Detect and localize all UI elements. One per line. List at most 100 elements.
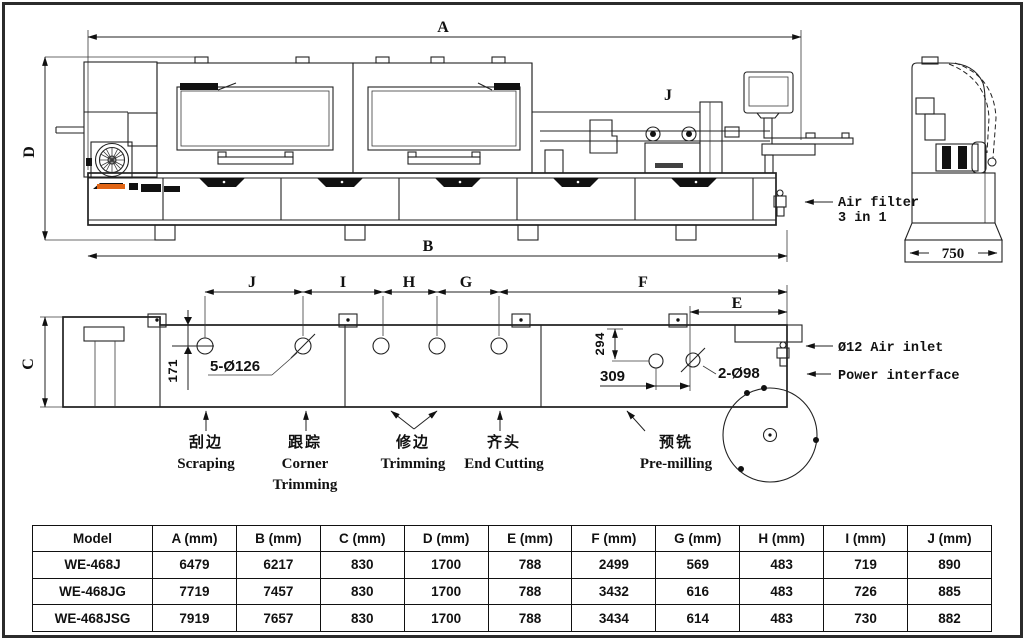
table-cell: 616: [655, 577, 741, 606]
station-trimming: 修边 Trimming: [381, 433, 446, 472]
table-header-row: Model A (mm) B (mm) C (mm) D (mm) E (mm)…: [32, 525, 992, 552]
station-en: End Cutting: [464, 456, 544, 472]
station-en: Corner: [282, 456, 329, 472]
table-cell: 3434: [571, 604, 657, 632]
air-filter-unit: [773, 189, 787, 217]
control-monitor: [743, 71, 794, 139]
station-cn: 预铣: [659, 433, 693, 451]
col-header-h: H (mm): [739, 525, 825, 552]
mount-tab: [147, 313, 688, 328]
col-header-a: A (mm): [152, 525, 237, 552]
table-row: WE-468JG 7719 7457 830 1700 788 3432 616…: [32, 577, 992, 606]
station-scraping: 刮边 Scraping: [177, 433, 235, 472]
table-cell: 483: [739, 577, 825, 606]
dim-label-j: J: [248, 274, 256, 291]
fan-icon: [90, 141, 133, 179]
dim-label-b: B: [423, 238, 434, 255]
table-cell: 1700: [403, 604, 489, 632]
dim-309: 309: [600, 368, 625, 385]
holes-note-right: 2-Ø98: [718, 365, 760, 382]
table-cell: 2499: [571, 551, 657, 579]
table-cell: 7719: [152, 577, 237, 606]
table-cell: 719: [823, 551, 909, 579]
dim-label-e: E: [732, 295, 743, 312]
col-header-g: G (mm): [655, 525, 741, 552]
table-cell: 483: [739, 551, 825, 579]
inspection-window: [176, 86, 334, 151]
col-header-j: J (mm): [907, 525, 992, 552]
side-view: A D B: [21, 19, 919, 262]
table-cell: 7457: [235, 577, 321, 606]
holes-note-left: 5-Ø126: [210, 358, 260, 375]
col-header-c: C (mm): [319, 525, 405, 552]
table-cell: 890: [907, 551, 992, 579]
base-cabinet: [87, 172, 777, 226]
station-en: Scraping: [177, 456, 235, 472]
air-filter-label: Air filter: [838, 196, 919, 211]
power-interface-label: Power interface: [838, 369, 960, 384]
table-cell: 788: [487, 604, 573, 632]
table-cell: 1700: [403, 551, 489, 579]
table-cell: 788: [487, 577, 573, 606]
edge-band-coil: [722, 385, 819, 483]
table-cell: 885: [907, 577, 992, 606]
air-inlet-valve: [776, 341, 790, 367]
station-en: Trimming: [273, 477, 338, 493]
dim-171: 171: [166, 359, 181, 383]
station-cn: 修边: [395, 433, 430, 451]
tool-hole: [172, 333, 706, 373]
station-pre-milling: 预铣 Pre-milling: [640, 433, 713, 472]
machine-foot: [154, 224, 697, 241]
col-header-b: B (mm): [235, 525, 321, 552]
station-en: Trimming: [381, 456, 446, 472]
table-cell: 1700: [403, 577, 489, 606]
table-cell: 569: [655, 551, 741, 579]
stations: 刮边 Scraping 跟踪 Corner Trimming 修边 Trimmi…: [177, 410, 713, 493]
station-en: Pre-milling: [640, 456, 713, 472]
table-cell: 730: [823, 604, 909, 632]
table-row: WE-468J 6479 6217 830 1700 788 2499 569 …: [32, 551, 992, 579]
outfeed-arm: [771, 137, 854, 145]
dim-label-f: F: [638, 274, 648, 291]
cover-handle: [217, 151, 481, 165]
air-inlet-label: Ø12 Air inlet: [838, 341, 943, 356]
col-header-f: F (mm): [571, 525, 657, 552]
unit-label-j: J: [664, 87, 672, 104]
table-cell: 483: [739, 604, 825, 632]
table-row: WE-468JSG 7919 7657 830 1700 788 3434 61…: [32, 604, 992, 632]
model-name: WE-468JG: [32, 577, 153, 606]
table-cell: 7657: [235, 604, 321, 632]
dim-label-g: G: [460, 274, 473, 291]
col-header-model: Model: [32, 525, 153, 552]
table-cell: 3432: [571, 577, 657, 606]
station-cn: 跟踪: [288, 433, 322, 451]
end-view: 750: [904, 56, 1003, 263]
table-cell: 614: [655, 604, 741, 632]
motor: [935, 141, 987, 174]
table-cell: 830: [319, 577, 405, 606]
spec-table: Model A (mm) B (mm) C (mm) D (mm) E (mm)…: [32, 525, 992, 632]
outfeed-tray: [734, 324, 803, 343]
table-cell: 6479: [152, 551, 237, 579]
table-cell: 830: [319, 551, 405, 579]
station-cn: 齐头: [487, 433, 521, 451]
table-cell: 882: [907, 604, 992, 632]
dim-label-a: A: [437, 19, 449, 36]
door-handle: [199, 178, 717, 187]
col-header-i: I (mm): [823, 525, 909, 552]
table-cell: 788: [487, 551, 573, 579]
station-end-cutting: 齐头 End Cutting: [464, 433, 544, 472]
dim-label-h: H: [403, 274, 416, 291]
brand-logo: [93, 183, 180, 192]
table-cell: 726: [823, 577, 909, 606]
table-cell: 7919: [152, 604, 237, 632]
end-width-label: 750: [942, 246, 965, 262]
table-cell: 830: [319, 604, 405, 632]
dim-label-c: C: [20, 358, 37, 370]
plan-view: C: [20, 274, 960, 483]
station-cn: 刮边: [189, 433, 223, 451]
air-filter-label-2: 3 in 1: [838, 211, 887, 226]
